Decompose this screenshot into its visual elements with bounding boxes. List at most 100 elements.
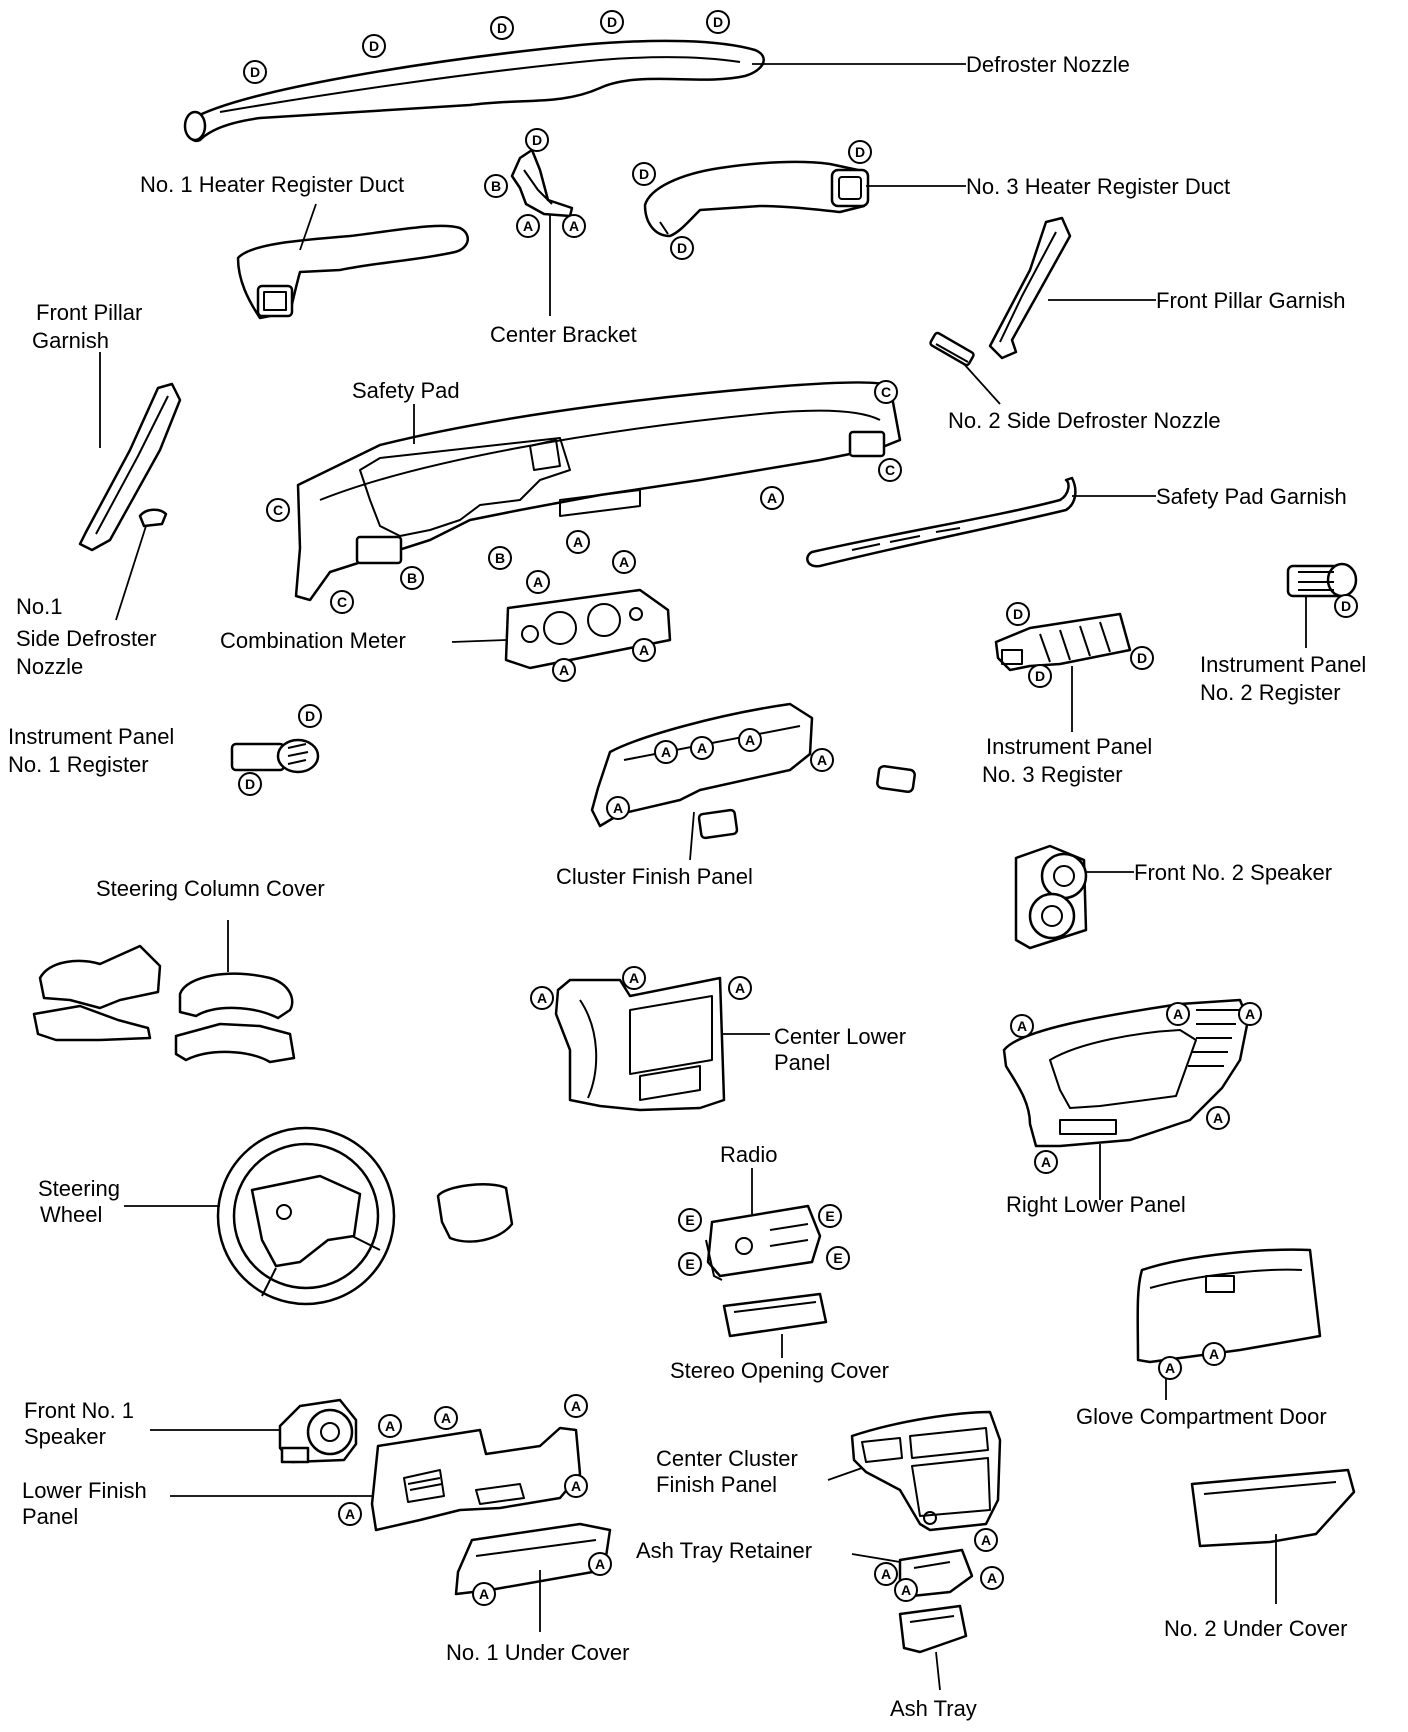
- label-lower-finish-panel-2: Panel: [22, 1504, 78, 1529]
- fastener-a-34: A: [606, 796, 630, 820]
- svg-text:A: A: [1017, 1018, 1027, 1034]
- label-instrument-panel-no1-register-2: No. 1 Register: [8, 752, 149, 777]
- svg-text:D: D: [1035, 668, 1045, 684]
- svg-text:A: A: [639, 642, 649, 658]
- label-center-bracket: Center Bracket: [490, 322, 637, 347]
- fastener-d-25: D: [238, 772, 262, 796]
- fastener-d-0: D: [243, 60, 267, 84]
- instrument-panel-no2-register-part: [1286, 562, 1358, 598]
- svg-text:A: A: [987, 1570, 997, 1586]
- label-front-no1-speaker-1: Front No. 1: [24, 1398, 134, 1423]
- fastener-a-51: A: [564, 1394, 588, 1418]
- fastener-a-57: A: [874, 1562, 898, 1586]
- fastener-a-8: A: [562, 214, 586, 238]
- fastener-a-7: A: [516, 214, 540, 238]
- svg-text:B: B: [491, 178, 501, 194]
- safety-pad-part: [294, 381, 902, 602]
- svg-text:A: A: [1245, 1006, 1255, 1022]
- svg-text:A: A: [981, 1532, 991, 1548]
- fastener-a-36: A: [622, 966, 646, 990]
- front-pillar-garnish-right-part: [988, 216, 1072, 360]
- label-center-lower-panel-1: Center Lower: [774, 1024, 906, 1049]
- safety-pad-garnish-part: [806, 476, 1077, 568]
- label-no3-heater-register-duct: No. 3 Heater Register Duct: [966, 174, 1230, 199]
- fastener-a-54: A: [588, 1552, 612, 1576]
- fastener-e-45: E: [678, 1252, 702, 1276]
- svg-text:D: D: [1013, 606, 1023, 622]
- label-combination-meter: Combination Meter: [220, 628, 406, 653]
- no1-side-defroster-nozzle-part: [138, 508, 168, 528]
- label-no1-under-cover: No. 1 Under Cover: [446, 1640, 629, 1665]
- center-lower-panel-part: [554, 976, 726, 1112]
- svg-text:A: A: [661, 744, 671, 760]
- svg-text:C: C: [885, 462, 895, 478]
- label-no2-under-cover: No. 2 Under Cover: [1164, 1616, 1347, 1641]
- svg-text:A: A: [571, 1478, 581, 1494]
- fastener-a-31: A: [690, 736, 714, 760]
- svg-text:C: C: [273, 502, 283, 518]
- ash-tray-part: [898, 1604, 968, 1654]
- svg-text:D: D: [1137, 650, 1147, 666]
- front-pillar-garnish-left-part: [78, 382, 182, 552]
- svg-text:D: D: [245, 776, 255, 792]
- svg-text:D: D: [855, 144, 865, 160]
- fastener-d-4: D: [706, 10, 730, 34]
- fastener-a-53: A: [338, 1502, 362, 1526]
- fastener-a-41: A: [1206, 1106, 1230, 1130]
- svg-text:D: D: [250, 64, 260, 80]
- svg-text:A: A: [559, 662, 569, 678]
- svg-text:D: D: [677, 240, 687, 256]
- no1-under-cover-part: [454, 1522, 612, 1596]
- svg-text:A: A: [479, 1586, 489, 1602]
- label-steering-wheel-2: Wheel: [40, 1202, 102, 1227]
- fastener-c-15: C: [330, 590, 354, 614]
- label-center-cluster-finish-panel-2: Finish Panel: [656, 1472, 777, 1497]
- combination-meter-part: [504, 588, 672, 670]
- fastener-d-10: D: [848, 140, 872, 164]
- label-instrument-panel-no2-register-2: No. 2 Register: [1200, 680, 1341, 705]
- fastener-a-56: A: [974, 1528, 998, 1552]
- label-center-lower-panel-2: Panel: [774, 1050, 830, 1075]
- horn-pad-part: [436, 1183, 514, 1243]
- fastener-a-58: A: [980, 1566, 1004, 1590]
- svg-text:A: A: [767, 490, 777, 506]
- fastener-a-40: A: [1238, 1002, 1262, 1026]
- fastener-d-3: D: [600, 10, 624, 34]
- label-defroster-nozzle: Defroster Nozzle: [966, 52, 1130, 77]
- fastener-a-49: A: [378, 1414, 402, 1438]
- svg-text:A: A: [619, 554, 629, 570]
- label-steering-column-cover: Steering Column Cover: [96, 876, 325, 901]
- fastener-d-5: D: [525, 128, 549, 152]
- svg-text:D: D: [639, 166, 649, 182]
- part-labels: Defroster Nozzle No. 1 Heater Register D…: [8, 52, 1366, 1721]
- label-safety-pad: Safety Pad: [352, 378, 460, 403]
- fastener-a-52: A: [564, 1474, 588, 1498]
- svg-text:A: A: [573, 534, 583, 550]
- fastener-a-33: A: [810, 748, 834, 772]
- steering-column-cover-part: [32, 944, 296, 1064]
- center-cluster-finish-panel-part: [850, 1410, 1002, 1532]
- fastener-a-59: A: [894, 1578, 918, 1602]
- svg-text:E: E: [685, 1256, 694, 1272]
- glove-compartment-door-part: [1136, 1248, 1322, 1364]
- svg-text:A: A: [537, 990, 547, 1006]
- svg-text:D: D: [607, 14, 617, 30]
- fastener-c-14: C: [266, 498, 290, 522]
- label-no1-side-defroster-nozzle-2: Side Defroster: [16, 626, 157, 651]
- fastener-d-1: D: [362, 34, 386, 58]
- fastener-b-6: B: [484, 174, 508, 198]
- svg-text:A: A: [735, 980, 745, 996]
- label-front-no1-speaker-2: Speaker: [24, 1424, 106, 1449]
- fastener-a-30: A: [654, 740, 678, 764]
- fastener-c-12: C: [874, 380, 898, 404]
- steering-wheel-part: [216, 1126, 396, 1306]
- svg-text:D: D: [713, 14, 723, 30]
- label-instrument-panel-no2-register-1: Instrument Panel: [1200, 652, 1366, 677]
- svg-text:A: A: [613, 800, 623, 816]
- label-front-pillar-garnish-left-2: Garnish: [32, 328, 109, 353]
- svg-text:A: A: [385, 1418, 395, 1434]
- fastener-a-16: A: [760, 486, 784, 510]
- svg-text:A: A: [1165, 1360, 1175, 1376]
- fastener-a-37: A: [728, 976, 752, 1000]
